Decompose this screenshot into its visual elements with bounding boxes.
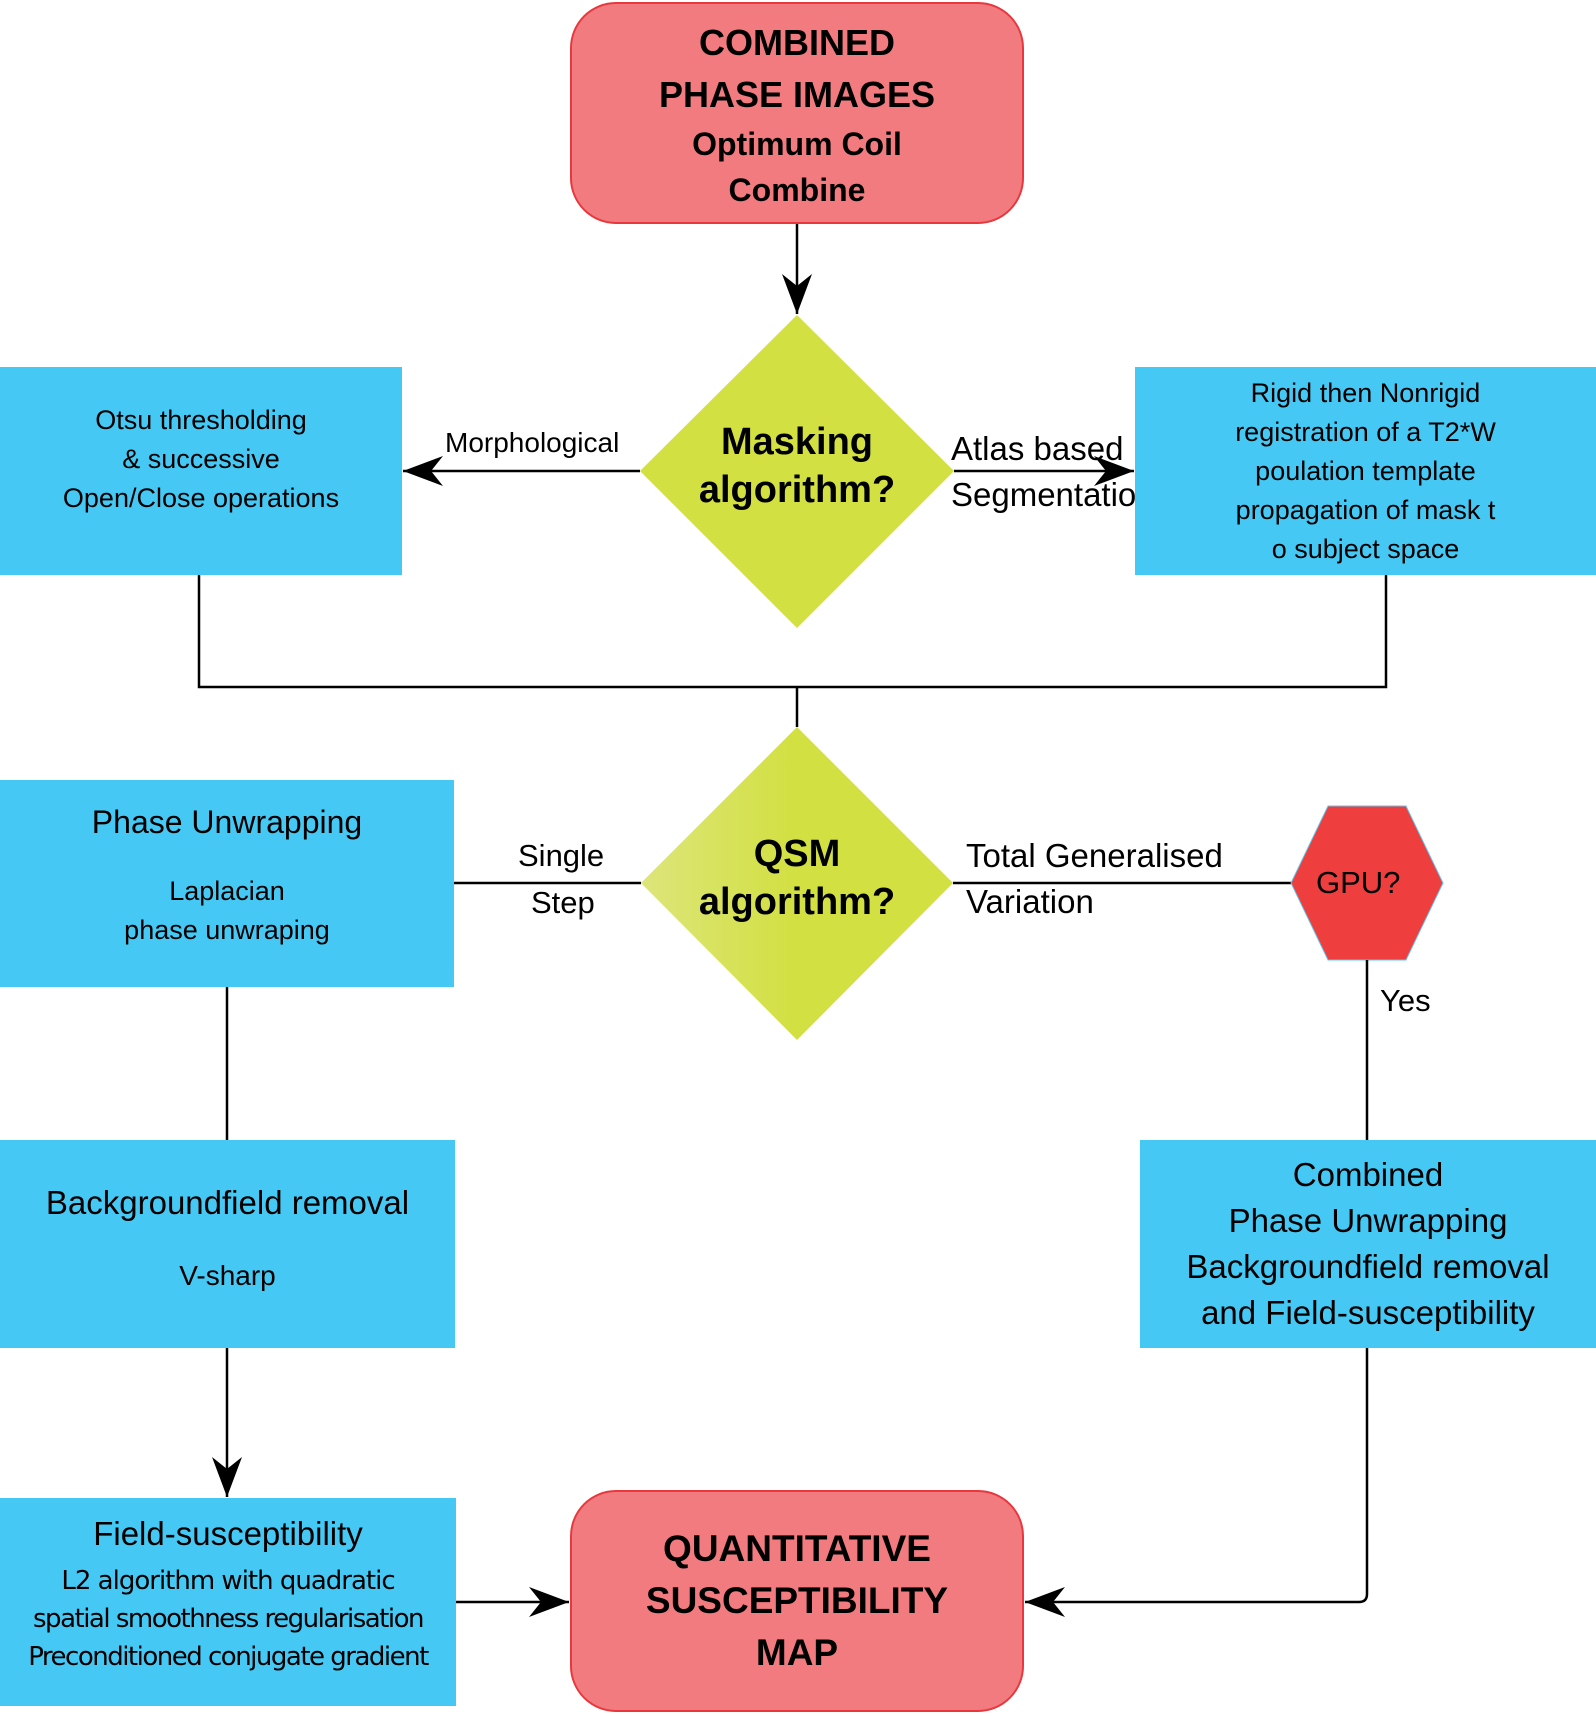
single-step-label-line-1: Single (518, 838, 605, 873)
background-removal-title: Backgroundfield removal (45, 1184, 410, 1221)
field-susceptibility-title: Field-susceptibility (93, 1515, 363, 1552)
start-subtitle-line-1: Optimum Coil (692, 126, 902, 162)
atlas-masking-box: Rigid then Nonrigid registration of a T2… (1135, 367, 1596, 575)
gpu-decision-hexagon (1290, 805, 1444, 961)
masking-decision-diamond (640, 315, 954, 628)
atlas-line-3: poulation template (1255, 455, 1476, 486)
single-step-label-line-2: Step (531, 885, 595, 920)
combined-line-2: Phase Unwrapping (1228, 1202, 1508, 1239)
morphological-masking-box: Otsu thresholding & successive Open/Clos… (0, 367, 402, 575)
combined-line-4: and Field-susceptibility (1201, 1294, 1535, 1331)
gpu-yes-label: Yes (1380, 983, 1431, 1018)
combined-line-3: Backgroundfield removal (1186, 1248, 1550, 1285)
phase-unwrapping-title: Phase Unwrapping (91, 804, 363, 840)
phase-unwrapping-line-2: phase unwraping (124, 915, 330, 945)
end-title-line-3: MAP (755, 1632, 839, 1673)
morphological-line-2: & successive (122, 443, 280, 474)
end-node-qsm-map: QUANTITATIVE SUSCEPTIBILITY MAP (570, 1490, 1024, 1712)
phase-unwrapping-box: Phase Unwrapping Laplacian phase unwrapi… (0, 780, 454, 987)
qsm-decision-line-2: algorithm? (698, 881, 896, 923)
combined-line-1: Combined (1292, 1156, 1444, 1193)
end-title-line-2: SUSCEPTIBILITY (645, 1580, 949, 1621)
morphological-label: Morphological (445, 427, 620, 458)
atlas-line-2: registration of a T2*W (1235, 416, 1496, 447)
combined-tgv-box: Combined Phase Unwrapping Backgroundfiel… (1140, 1140, 1596, 1348)
field-susceptibility-line-2: spatial smoothness regularisation (33, 1604, 424, 1634)
atlas-line-4: propagation of mask t (1235, 494, 1496, 525)
masking-decision-label: Masking algorithm? (660, 418, 934, 514)
field-susceptibility-line-3: Preconditioned conjugate gradient (28, 1642, 429, 1672)
background-removal-box: Backgroundfield removal V-sharp (0, 1140, 455, 1348)
masking-decision-line-2: algorithm? (698, 469, 896, 511)
tgv-label-line-1: Total Generalised (966, 837, 1223, 874)
start-subtitle-line-2: Combine (728, 172, 866, 208)
atlas-label-line-2: Segmentation (951, 476, 1155, 513)
connector-mask-join (197, 575, 1388, 689)
field-susceptibility-line-1: L2 algorithm with quadratic (61, 1566, 395, 1596)
arrow-combined-to-end (1025, 1348, 1369, 1617)
qsm-decision-diamond (641, 727, 953, 1040)
qsm-decision-label: QSM algorithm? (660, 830, 934, 926)
tgv-label-line-2: Variation (966, 883, 1094, 920)
end-title-line-1: QUANTITATIVE (663, 1528, 931, 1569)
morphological-line-1: Otsu thresholding (95, 404, 307, 435)
atlas-label-line-1: Atlas based (951, 430, 1124, 467)
background-removal-line-1: V-sharp (179, 1260, 276, 1291)
start-title-line-1: COMBINED (699, 22, 895, 63)
start-node-combined-phase-images: COMBINED PHASE IMAGES Optimum Coil Combi… (570, 2, 1024, 224)
field-susceptibility-box: Field-susceptibility L2 algorithm with q… (0, 1498, 456, 1706)
qsm-decision-line-1: QSM (753, 833, 841, 875)
masking-decision-line-1: Masking (720, 421, 874, 463)
morphological-line-3: Open/Close operations (62, 482, 340, 513)
gpu-decision-label: GPU? (1316, 865, 1401, 900)
phase-unwrapping-line-1: Laplacian (169, 876, 285, 906)
atlas-line-5: o subject space (1271, 533, 1460, 564)
atlas-line-1: Rigid then Nonrigid (1250, 377, 1481, 408)
start-title-line-2: PHASE IMAGES (658, 74, 936, 115)
